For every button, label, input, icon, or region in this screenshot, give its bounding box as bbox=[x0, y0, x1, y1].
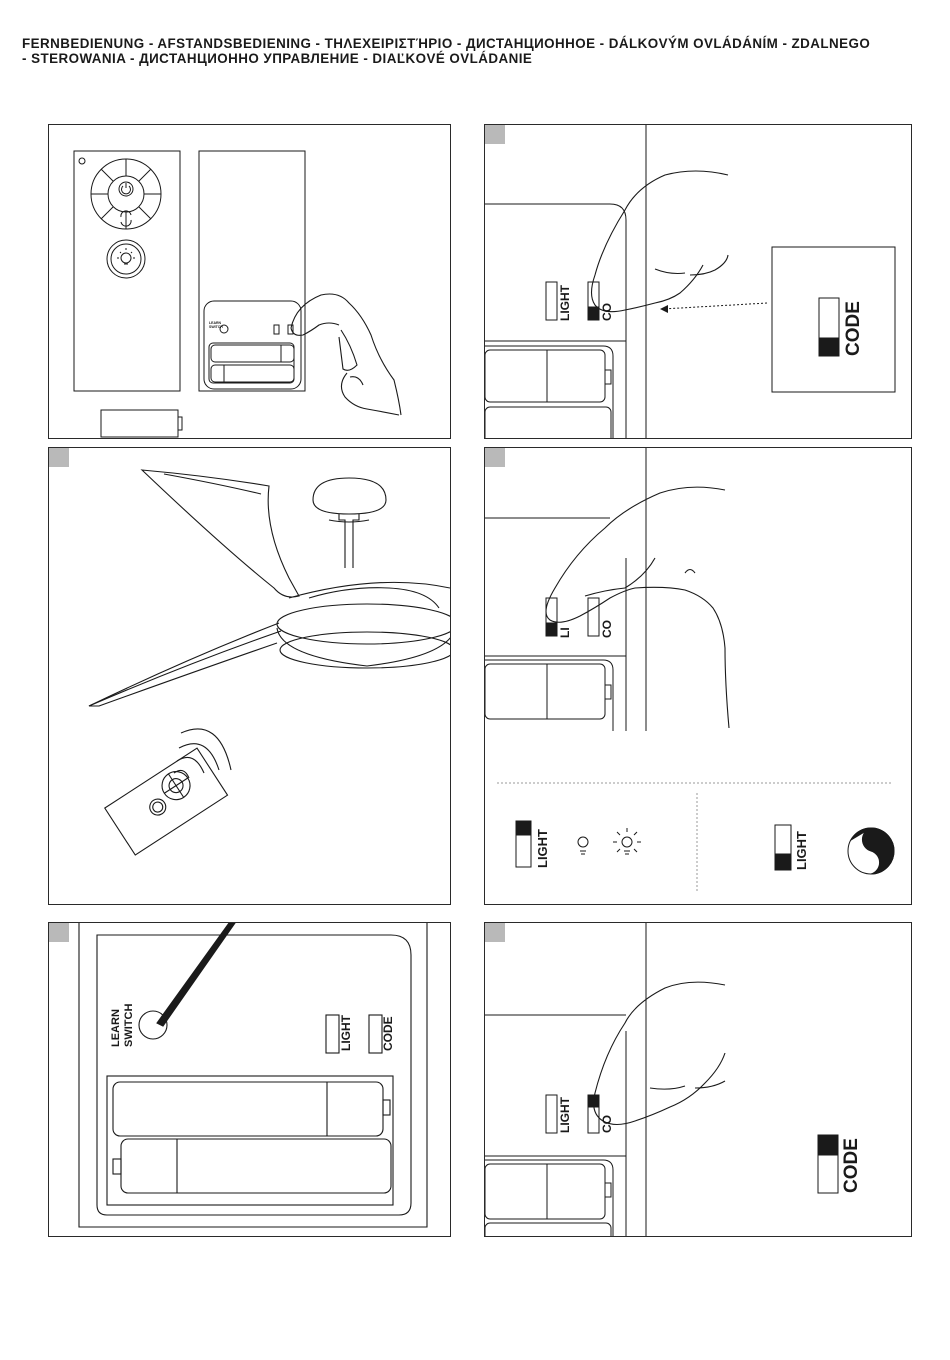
finger-hand-icon bbox=[546, 487, 729, 728]
panel-fan-pairing bbox=[48, 447, 451, 905]
light-label-partial: LI bbox=[558, 627, 572, 638]
light-bulb-icon bbox=[117, 248, 135, 264]
code-label-zoom: CODE bbox=[841, 1138, 862, 1193]
switch-label: SWITCH bbox=[123, 1004, 135, 1047]
title-line-1: FERNBEDIENUNG - AFSTANDSBEDIENING - ΤΗΛΕ… bbox=[22, 36, 932, 51]
switch-label-small: SWITCH bbox=[209, 325, 223, 329]
title-line-2: - STEROWANIA - ДИСТАНЦИОННО УПРАВЛЕНИЕ -… bbox=[22, 51, 932, 66]
ceiling-fan-icon bbox=[89, 470, 450, 706]
power-icon bbox=[119, 182, 133, 196]
panel-remote-overview: LEARN SWITCH bbox=[48, 124, 451, 439]
light-bulb-off-icon bbox=[578, 837, 588, 854]
code-label-partial: CO bbox=[600, 620, 614, 638]
light-bulb-on-icon bbox=[613, 828, 641, 854]
remote-tilted bbox=[105, 748, 228, 855]
light-label: LIGHT bbox=[558, 284, 572, 321]
code-label: CODE bbox=[381, 1016, 395, 1051]
light-label: LIGHT bbox=[339, 1014, 353, 1051]
battery-icon bbox=[101, 410, 182, 437]
light-label: LIGHT bbox=[558, 1096, 572, 1133]
code-label-partial: CO bbox=[600, 1115, 614, 1133]
code-label-zoom: CODE bbox=[843, 301, 864, 356]
signal-waves-icon bbox=[174, 729, 231, 778]
remote-front bbox=[74, 151, 180, 391]
panel-step-code-switch: LIGHT CO CODE bbox=[484, 124, 912, 439]
panel-learn-switch: LEARN SWITCH LIGHT CODE bbox=[48, 922, 451, 1237]
finger-hand-icon bbox=[291, 294, 401, 415]
panel-step-code-switch-reset: LIGHT CO CODE bbox=[484, 922, 912, 1237]
learn-label: LEARN bbox=[110, 1009, 122, 1047]
color-temperature-icon bbox=[848, 828, 894, 874]
panel-step-light-switch: LI CO LIGHT LIGHT bbox=[484, 447, 912, 905]
finger-hand-icon bbox=[594, 982, 725, 1124]
remote-back bbox=[199, 151, 305, 391]
page-title: FERNBEDIENUNG - AFSTANDSBEDIENING - ΤΗΛΕ… bbox=[22, 36, 932, 66]
light-label-setting-2: LIGHT bbox=[794, 831, 809, 870]
code-label-partial: CO bbox=[600, 303, 614, 321]
light-label-setting-1: LIGHT bbox=[535, 829, 550, 868]
finger-hand-icon bbox=[592, 171, 729, 312]
